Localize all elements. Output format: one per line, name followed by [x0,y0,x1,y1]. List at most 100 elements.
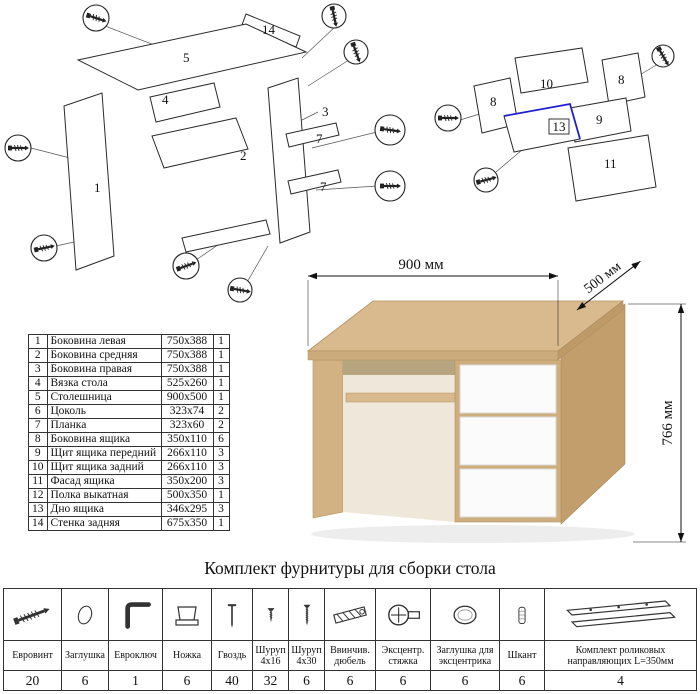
callout-screw-icon [374,170,406,202]
callout-screw-icon [82,4,110,32]
hardware-name: Шкант [499,640,545,671]
part-label-2: 2 [240,148,247,163]
hardware-name: Заглушка [61,640,109,671]
part-qty: 1 [212,390,230,405]
panel-right-side [267,77,311,244]
dim-width: 900 мм [307,257,559,346]
part-qty: 2 [212,404,230,419]
part-label-11: 11 [604,156,617,171]
panel-middle-side [151,117,249,169]
fastener-callouts [434,44,675,193]
part-qty: 1 [212,488,230,503]
part-number: 9 [28,446,48,461]
part-number: 3 [28,362,48,377]
part-size: 900x500 [160,390,214,405]
knee-space-shadow [343,360,455,375]
hardware-qty: 1 [108,670,163,691]
part-size: 266x110 [160,446,214,461]
part-label-8b: 8 [618,72,625,87]
part-labels: 5 14 4 2 1 3 7 7 [94,22,329,195]
part-size: 350x200 [160,474,214,489]
hardware-name: Евроключ [108,640,163,671]
drawer-front-2 [459,416,557,466]
hardware-qty: 6 [162,670,212,691]
part-name: Щит ящика задний [46,460,162,475]
part-qty: 3 [212,474,230,489]
callout-screw-icon [651,44,675,69]
plug-cap-icon [77,605,93,624]
part-label-7a: 7 [316,131,323,146]
hardware-name: Ввинчив. дюбель [324,640,376,671]
part-name: Стенка задняя [46,516,162,531]
part-size: 675x350 [160,516,214,531]
desk-render: 900 мм 500 мм 766 мм [306,257,686,543]
dim-width-label: 900 мм [398,257,444,273]
screw-4x16-icon [267,607,274,622]
callout-screw-icon [4,134,32,162]
hardware-name: Шуруп 4x30 [288,640,325,671]
hardware-qty-row: 20 6 1 6 40 32 6 6 6 6 6 4 [3,670,697,691]
part-name: Цоколь [46,404,162,419]
panel-desktop [76,23,308,91]
part-size: 525x260 [160,376,214,391]
panel-plinth [181,219,271,253]
confirmat-screw-icon [12,607,50,625]
hex-key-icon [124,601,151,629]
fastener-callouts [4,3,406,303]
part-labels: 10 8 8 9 13 11 [490,72,625,171]
panel-drawer-back [514,47,589,94]
hardware-qty: 20 [3,670,62,691]
knee-space [343,360,455,522]
cam-cover-icon [453,605,477,624]
part-size: 323x74 [160,404,214,419]
callout-screw-icon [321,3,347,29]
part-size: 500x350 [160,488,214,503]
drawer-front-3 [459,468,557,518]
part-name: Планка [46,418,162,433]
part-size: 750x388 [160,334,214,349]
part-qty: 3 [212,446,230,461]
part-qty: 1 [212,362,230,377]
screw-in-dowel-icon [333,605,367,624]
hardware-qty: 6 [288,670,325,691]
part-number: 4 [28,376,48,391]
hardware-names-row: Евровинт Заглушка Евроключ Ножка Гвоздь … [3,640,697,671]
hardware-qty: 6 [61,670,109,691]
part-number: 11 [28,474,48,489]
hardware-kit-title: Комплект фурнитуры для сборки стола [204,558,496,578]
part-label-5: 5 [183,50,190,65]
part-qty: 1 [212,516,230,531]
exploded-view-desk: 5 14 4 2 1 3 7 7 [4,3,406,303]
drawer-slides-icon [565,599,676,627]
part-number: 10 [28,460,48,475]
part-name: Столешница [46,390,162,405]
desk-render-area: 900 мм 500 мм 766 мм [293,246,693,561]
part-name: Боковина ящика [46,432,162,447]
panel-plank-1 [285,122,340,148]
callout-screw-icon [343,39,369,65]
hardware-name: Евровинт [3,640,62,671]
hardware-icons-row [3,588,697,641]
part-number: 14 [28,516,48,531]
hardware-table: Евровинт Заглушка Евроключ Ножка Гвоздь … [3,588,697,691]
panel-drawer-side-right [601,52,646,106]
part-number: 5 [28,390,48,405]
part-name: Щит ящика передний [46,446,162,461]
dim-height: 766 мм [628,303,686,543]
drawer-front-1 [459,364,557,414]
part-name: Полка выкатная [46,488,162,503]
panel-left-side [63,92,115,271]
desk-top-front-edge [307,350,559,361]
panel-plank-2 [287,169,342,195]
